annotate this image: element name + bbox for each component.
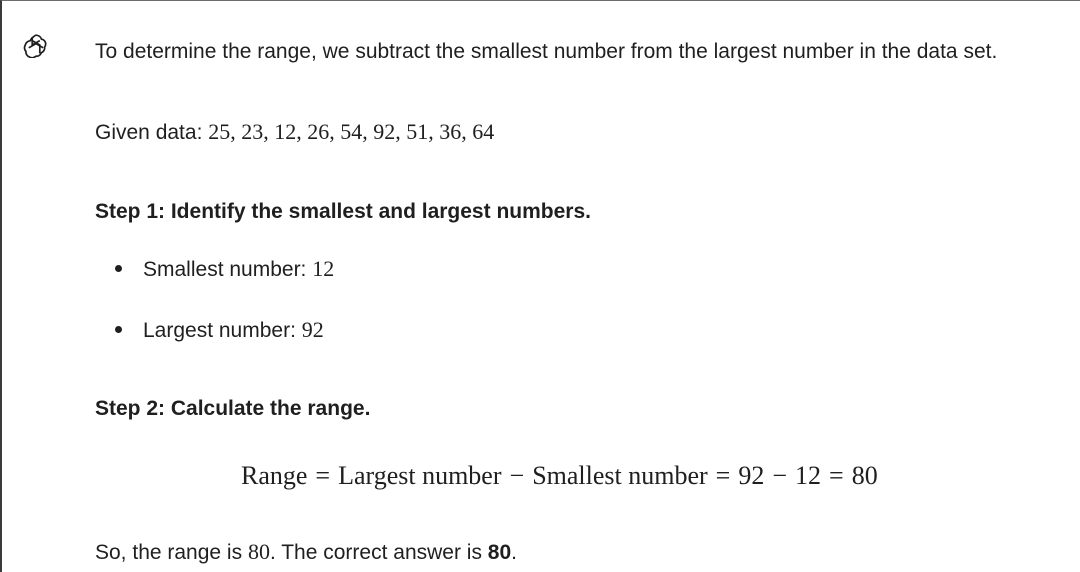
conclusion-text: So, the range is 80. The correct answer … — [95, 538, 517, 567]
openai-logo-icon — [23, 34, 47, 58]
eq-value-a: 92 — [738, 461, 765, 490]
conclusion-range-value: 80 — [247, 539, 270, 564]
largest-value: 92 — [301, 317, 324, 342]
eq-term-smallest: Smallest number — [532, 461, 708, 490]
conclusion-part3: . — [511, 541, 517, 564]
list-item-largest: Largest number: 92 — [143, 316, 324, 345]
eq-minus: − — [772, 461, 788, 490]
smallest-value: 12 — [312, 256, 335, 281]
bullet-dot — [115, 265, 122, 272]
given-data-values: 25, 23, 12, 26, 54, 92, 51, 36, 64 — [208, 119, 495, 144]
eq-sign: = — [829, 461, 844, 490]
given-data-line: Given data: 25, 23, 12, 26, 54, 92, 51, … — [95, 118, 494, 147]
range-equation: Range=Largest number−Smallest number=92−… — [241, 459, 878, 493]
eq-sign: = — [715, 461, 731, 490]
conclusion-part2: . The correct answer is — [269, 541, 488, 564]
eq-lhs: Range — [241, 461, 308, 490]
list-item-smallest: Smallest number: 12 — [143, 255, 334, 284]
smallest-label: Smallest number: — [143, 258, 313, 281]
eq-value-b: 12 — [795, 461, 822, 490]
step2-heading: Step 2: Calculate the range. — [95, 397, 371, 420]
intro-text: To determine the range, we subtract the … — [95, 40, 998, 63]
given-data-label: Given data: — [95, 121, 209, 144]
conclusion-answer: 80 — [487, 541, 512, 564]
largest-label: Largest number: — [143, 319, 302, 342]
eq-term-largest: Largest number — [338, 461, 502, 490]
step1-heading: Step 1: Identify the smallest and larges… — [95, 200, 591, 223]
bullet-dot — [115, 326, 122, 333]
eq-sign: = — [315, 461, 331, 490]
eq-minus: − — [509, 461, 525, 490]
eq-result: 80 — [851, 461, 878, 490]
conclusion-part1: So, the range is — [95, 541, 248, 564]
